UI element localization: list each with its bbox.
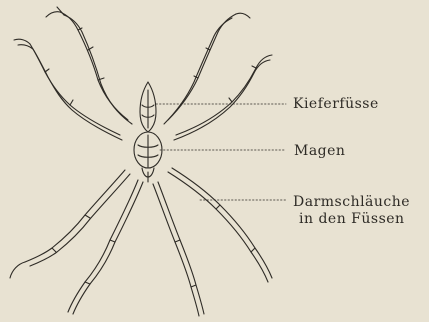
- label-darmschlaeuche: Darmschläuche in den Füssen: [293, 194, 410, 228]
- label-kieferfuesse: Kieferfüsse: [293, 96, 379, 113]
- leg-left-4: [68, 180, 143, 314]
- leg-right-2: [174, 55, 272, 140]
- leg-right-4: [153, 182, 204, 316]
- label-magen: Magen: [294, 143, 345, 160]
- leg-left-3: [10, 170, 130, 278]
- leg-left-1: [46, 7, 132, 124]
- leg-left-2: [14, 39, 122, 140]
- label-darmschlaeuche-line2: in den Füssen: [299, 211, 410, 228]
- leader-lines: [156, 104, 286, 200]
- label-darmschlaeuche-line1: Darmschläuche: [293, 194, 410, 211]
- leg-right-1: [164, 13, 250, 124]
- body: [134, 82, 162, 182]
